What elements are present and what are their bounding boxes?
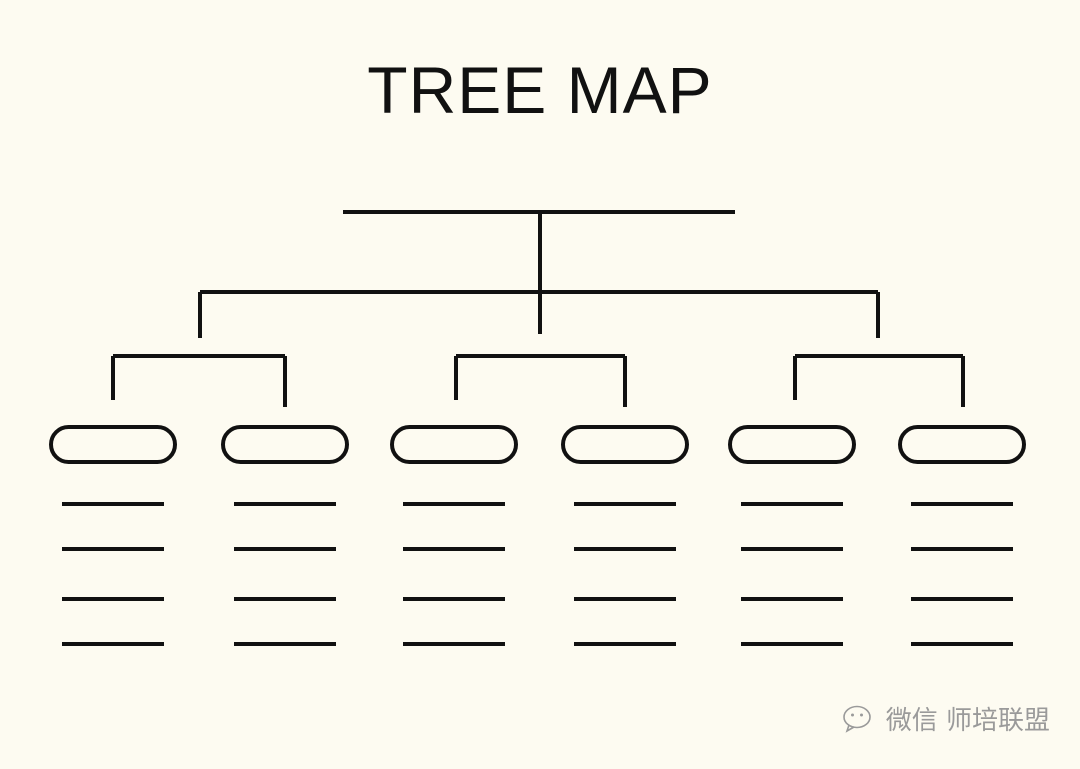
diagram-title: TREE MAP — [367, 53, 713, 127]
leaf-node — [390, 425, 518, 464]
wechat-icon — [842, 705, 871, 733]
leaf-node — [898, 425, 1026, 464]
leaf-node — [561, 425, 689, 464]
leaf-node — [49, 425, 177, 464]
leaf-node — [728, 425, 856, 464]
leaf-node — [221, 425, 349, 464]
watermark: 微信 师培联盟 — [842, 700, 1050, 737]
watermark-text: 微信 师培联盟 — [885, 706, 1050, 736]
